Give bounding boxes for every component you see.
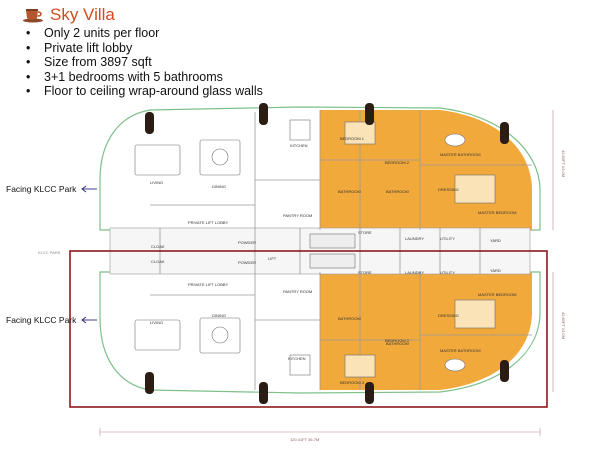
room-label-powder: POWDER xyxy=(238,260,256,265)
room-label-utility: UTILITY xyxy=(440,270,455,275)
room-label-yard: YARD xyxy=(490,238,501,243)
dimension-label-bottom: 120.41FT 36.7M xyxy=(290,437,320,442)
room-label-store: STORE xyxy=(358,270,372,275)
feature-item: Size from 3897 sqft xyxy=(22,55,352,70)
room-label-living: LIVING xyxy=(150,320,164,325)
room-label-bathroom: BATHROOM xyxy=(338,189,361,194)
room-label-kitchen: KITCHEN xyxy=(288,356,306,361)
room-label-laundry: LAUNDRY xyxy=(405,270,425,275)
room-label-cloak: CLOAK xyxy=(151,259,165,264)
room-label-master-bedroom: MASTER BEDROOM xyxy=(478,210,517,215)
dimension-label-right-bottom: 42.83FT 13.0M xyxy=(561,312,566,340)
room-label-dressing: DRESSING xyxy=(438,313,459,318)
room-label-laundry: LAUNDRY xyxy=(405,236,425,241)
coffee-cup-icon xyxy=(23,9,43,23)
room-label-bedroom-3: BEDROOM 3 xyxy=(340,380,365,385)
park-label: KLCC PARK xyxy=(38,250,61,255)
room-label-yard: YARD xyxy=(490,268,501,273)
room-label-lift-lobby: PRIVATE LIFT LOBBY xyxy=(188,282,229,287)
room-label-bathroom: BATHROOM xyxy=(386,341,409,346)
furniture xyxy=(134,119,496,378)
room-label-pantry: PANTRY ROOM xyxy=(283,289,313,294)
feature-item: Only 2 units per floor xyxy=(22,26,352,41)
room-label-master-bathroom: MASTER BATHROOM xyxy=(440,152,481,157)
room-label-pantry: PANTRY ROOM xyxy=(283,213,313,218)
feature-item: Floor to ceiling wrap-around glass walls xyxy=(22,84,352,99)
room-label-dressing: DRESSING xyxy=(438,187,459,192)
arrow-left-icon xyxy=(81,185,97,324)
page-title: Sky Villa xyxy=(50,5,115,24)
room-label-store: STORE xyxy=(358,230,372,235)
room-label-bedroom-2: BEDROOM 2 xyxy=(385,160,410,165)
room-label-dining: DINING xyxy=(212,184,226,189)
room-label-bathroom: BATHROOM xyxy=(386,189,409,194)
feature-list: Only 2 units per floor Private lift lobb… xyxy=(22,26,352,99)
dimension-lines xyxy=(99,110,554,436)
room-label-lift-lobby: PRIVATE LIFT LOBBY xyxy=(188,220,229,225)
structural-columns xyxy=(145,103,509,404)
feature-item: Private lift lobby xyxy=(22,41,352,56)
room-label-cloak: CLOAK xyxy=(151,244,165,249)
room-label-utility: UTILITY xyxy=(440,236,455,241)
feature-item: 3+1 bedrooms with 5 bathrooms xyxy=(22,70,352,85)
room-label-bathroom: BATHROOM xyxy=(338,316,361,321)
dimension-label-right-top: 42.83FT 13.0M xyxy=(561,150,566,178)
room-label-living: LIVING xyxy=(150,180,164,185)
title-row: Sky Villa xyxy=(22,4,352,26)
facing-label-top: Facing KLCC Park xyxy=(6,184,77,194)
room-label-kitchen: KITCHEN xyxy=(290,143,308,148)
room-label-lift: LIFT xyxy=(268,256,277,261)
header: Sky Villa Only 2 units per floor Private… xyxy=(22,4,352,99)
room-label-powder: POWDER xyxy=(238,240,256,245)
room-label-master-bedroom: MASTER BEDROOM xyxy=(478,292,517,297)
room-label-master-bathroom: MASTER BATHROOM xyxy=(440,348,481,353)
highlighted-unit-box xyxy=(69,250,548,408)
room-label-dining: DINING xyxy=(212,313,226,318)
facing-label-bottom: Facing KLCC Park xyxy=(6,315,77,325)
room-label-bedroom-2: BEDROOM 2 xyxy=(385,338,410,343)
room-label-bedroom-1: BEDROOM 1 xyxy=(340,136,365,141)
